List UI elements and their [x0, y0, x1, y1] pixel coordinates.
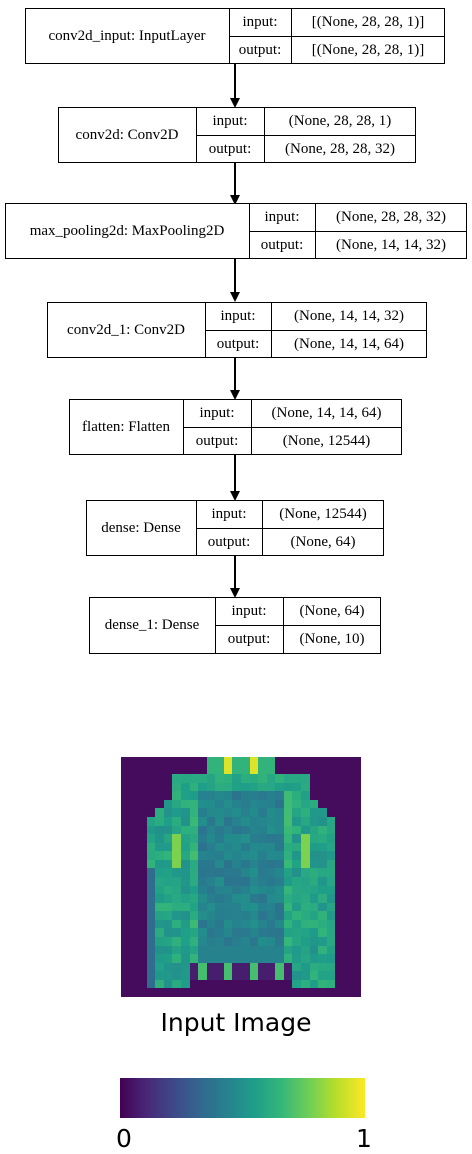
input-shape: (None, 28, 28, 32) — [336, 208, 446, 225]
input-shape: (None, 12544) — [279, 505, 367, 522]
output-label: output: — [227, 631, 271, 647]
output-label: output: — [207, 533, 251, 550]
output-label: output: — [238, 41, 282, 58]
output-label: output: — [260, 236, 304, 253]
output-shape: (None, 10) — [299, 631, 365, 647]
arrow-head — [230, 292, 240, 302]
layer-name: conv2d_input: InputLayer — [48, 27, 206, 44]
input-label: input: — [211, 505, 247, 522]
input-shape: [(None, 28, 28, 1)] — [311, 13, 425, 30]
colorbar-min-label: 0 — [116, 1124, 132, 1153]
arrow-shaft — [234, 455, 236, 492]
input-label: input: — [199, 404, 235, 421]
input-shape: (None, 14, 14, 64) — [271, 404, 382, 421]
input-label: input: — [231, 602, 267, 619]
colorbar-max-label: 1 — [356, 1124, 372, 1153]
input-shape: (None, 28, 28, 1) — [288, 112, 392, 129]
arrow-head — [230, 195, 240, 205]
arrow-head — [230, 588, 240, 598]
input-image — [121, 757, 361, 997]
input-label: input: — [212, 112, 248, 129]
layer-dense-1: dense_1: Dense input: output: (None, 64)… — [89, 597, 381, 654]
input-label: input: — [220, 307, 256, 324]
input-shape: (None, 64) — [299, 602, 365, 619]
input-label: input: — [264, 208, 300, 225]
output-shape: [(None, 28, 28, 1)] — [311, 41, 425, 58]
colorbar — [120, 1078, 365, 1118]
arrow-shaft — [234, 556, 236, 589]
output-shape: (None, 28, 28, 32) — [285, 140, 395, 157]
layer-conv2d-1: conv2d_1: Conv2D input: output: (None, 1… — [47, 302, 427, 358]
input-shape: (None, 14, 14, 32) — [294, 307, 404, 324]
arrow-head — [230, 390, 240, 400]
arrow-head — [230, 98, 240, 108]
input-label: input: — [242, 13, 278, 30]
layer-max-pooling2d: max_pooling2d: MaxPooling2D input: outpu… — [5, 203, 467, 259]
image-caption: Input Image — [160, 1008, 312, 1037]
layer-dense: dense: Dense input: output: (None, 12544… — [86, 500, 384, 556]
arrow-shaft — [234, 64, 236, 99]
layer-name: conv2d: Conv2D — [75, 126, 179, 143]
output-shape: (None, 12544) — [282, 432, 371, 449]
layer-name: flatten: Flatten — [82, 418, 170, 435]
arrow-shaft — [234, 163, 236, 196]
output-label: output: — [195, 432, 239, 449]
layer-name: conv2d_1: Conv2D — [67, 321, 185, 338]
output-shape: (None, 64) — [290, 533, 356, 550]
layer-name: max_pooling2d: MaxPooling2D — [29, 222, 225, 239]
arrow-shaft — [234, 358, 236, 391]
output-shape: (None, 14, 14, 64) — [294, 335, 404, 352]
arrow-shaft — [234, 259, 236, 293]
layer-conv2d-input: conv2d_input: InputLayer input: output: … — [25, 8, 445, 64]
output-label: output: — [216, 335, 260, 352]
layer-name: dense: Dense — [101, 519, 181, 536]
output-shape: (None, 14, 14, 32) — [336, 236, 446, 253]
output-label: output: — [208, 140, 252, 157]
layer-conv2d: conv2d: Conv2D input: output: (None, 28,… — [58, 107, 416, 163]
arrow-head — [230, 491, 240, 501]
layer-name: dense_1: Dense — [104, 617, 200, 633]
layer-flatten: flatten: Flatten input: output: (None, 1… — [69, 399, 402, 455]
